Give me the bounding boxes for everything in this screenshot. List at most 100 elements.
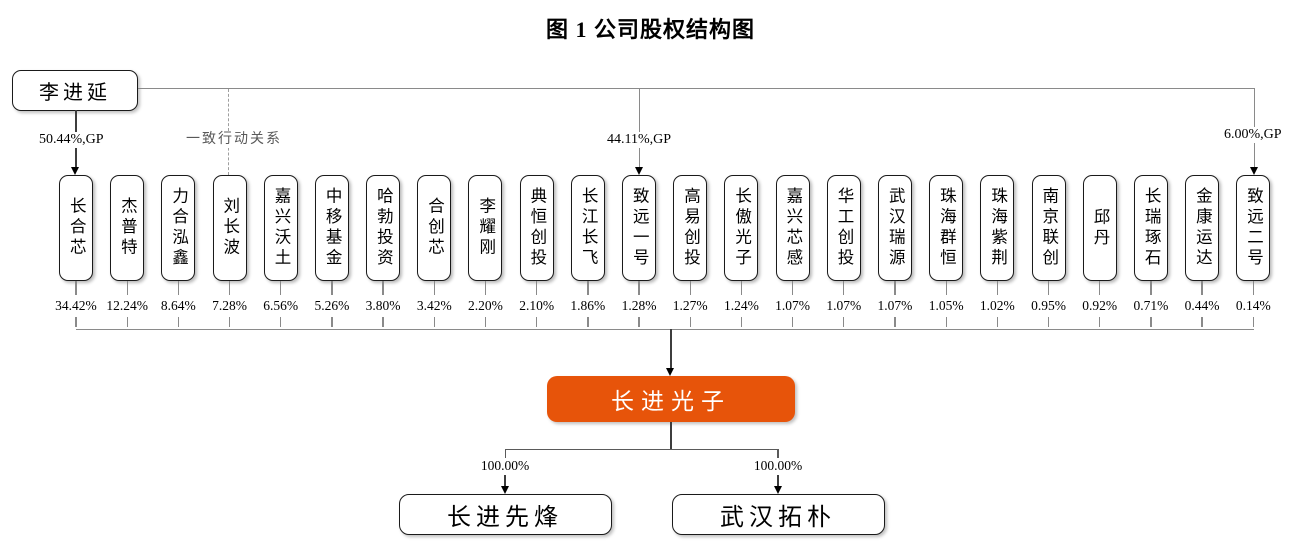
- shareholder-percentage: 0.71%: [1133, 298, 1169, 313]
- connector-tick-line: [177, 281, 179, 295]
- shareholder-name: 杰普特: [118, 197, 138, 259]
- connector-tick-line: [280, 317, 282, 327]
- shareholder-box: 中移基金: [314, 175, 349, 281]
- connector-tick-line: [843, 317, 845, 327]
- connector-tick-line: [740, 281, 743, 295]
- shareholder-box: 力合泓鑫: [161, 175, 196, 281]
- shareholder-box: 哈勃投资: [366, 175, 401, 281]
- shareholder-box: 华工创投: [826, 175, 861, 281]
- shareholder-name: 华工创投: [835, 187, 855, 269]
- subsidiary-arrow-line: [504, 475, 506, 486]
- arrow-down-icon: [501, 486, 509, 494]
- connector-tick-line: [894, 317, 896, 327]
- shareholder-column: 李耀刚 2.20%: [460, 175, 511, 327]
- shareholder-percentage: 5.26%: [314, 298, 350, 313]
- shareholder-name: 李耀刚: [476, 197, 496, 259]
- shareholder-row: 长合芯 34.42% 杰普特 12.24% 力合泓鑫 8.64% 刘长波 7.2…: [50, 175, 1279, 327]
- shareholder-column: 长合芯 34.42%: [50, 175, 101, 327]
- shareholder-box: 长合芯: [58, 175, 93, 281]
- shareholder-name: 长江长飞: [579, 187, 599, 269]
- connector-tick-line: [75, 317, 77, 327]
- connector-tick-line: [587, 281, 589, 295]
- shareholder-box: 长傲光子: [724, 175, 759, 281]
- shareholder-name: 嘉兴芯感: [783, 187, 803, 269]
- connector-tick-line: [638, 281, 640, 295]
- shareholder-column: 致远二号 0.14%: [1228, 175, 1279, 327]
- shareholder-column: 嘉兴沃土 6.56%: [255, 175, 306, 327]
- connector-tick-line: [1047, 281, 1050, 295]
- shareholder-column: 哈勃投资 3.80%: [358, 175, 409, 327]
- shareholder-box: 长江长飞: [570, 175, 605, 281]
- shareholder-percentage: 1.28%: [621, 298, 657, 313]
- connector-tick-line: [894, 281, 896, 295]
- shareholder-name: 珠海群恒: [937, 187, 957, 269]
- connector-tick-line: [484, 281, 487, 295]
- shareholder-percentage: 3.80%: [365, 298, 401, 313]
- connector-tick-line: [228, 317, 231, 327]
- company-name: 长进光子: [611, 389, 731, 414]
- shareholder-box: 致远二号: [1236, 175, 1271, 281]
- connector-tick-line: [587, 317, 589, 327]
- shareholder-box: 邱丹: [1082, 175, 1117, 281]
- shareholder-name: 邱丹: [1090, 207, 1110, 249]
- subsidiary-percentage: 100.00%: [753, 458, 803, 473]
- shareholder-box: 长瑞琢石: [1133, 175, 1168, 281]
- connector-tick-line: [126, 317, 128, 327]
- connector-tick-line: [433, 281, 435, 295]
- shareholder-box: 高易创投: [673, 175, 708, 281]
- shareholder-name: 长傲光子: [732, 187, 752, 269]
- shareholder-percentage: 8.64%: [160, 298, 196, 313]
- shareholder-name: 南京联创: [1039, 187, 1059, 269]
- subsidiary-percentage: 100.00%: [480, 458, 530, 473]
- subsidiary-group: 100.00% 长进先烽: [398, 458, 613, 535]
- top-horizontal-connector-line: [138, 88, 1255, 90]
- connector-tick-line: [433, 317, 435, 327]
- shareholder-name: 珠海紫荆: [988, 187, 1008, 269]
- shareholder-name: 武汉瑞源: [886, 187, 906, 269]
- shareholder-name: 力合泓鑫: [169, 187, 189, 269]
- branch-drop-line-left: [504, 449, 506, 458]
- connector-tick-line: [996, 281, 998, 295]
- shareholder-box: 嘉兴芯感: [775, 175, 810, 281]
- subsidiary-arrow-line: [777, 475, 779, 486]
- branch-drop-line-right: [777, 449, 779, 458]
- shareholder-column: 华工创投 1.07%: [818, 175, 869, 327]
- shareholder-column: 典恒创投 2.10%: [511, 175, 562, 327]
- shareholder-name: 长瑞琢石: [1142, 187, 1162, 269]
- root-shareholder-box: 李进延: [12, 70, 138, 111]
- shareholder-percentage: 1.05%: [928, 298, 964, 313]
- subsidiary-group: 100.00% 武汉拓朴: [671, 458, 886, 535]
- subsidiary-name: 武汉拓朴: [720, 505, 836, 531]
- shareholder-name: 刘长波: [220, 197, 240, 259]
- shareholder-percentage: 1.24%: [723, 298, 759, 313]
- shareholder-column: 武汉瑞源 1.07%: [869, 175, 920, 327]
- shareholder-box: 刘长波: [212, 175, 247, 281]
- connector-tick-line: [1201, 281, 1203, 295]
- shareholder-column: 致远一号 1.28%: [613, 175, 664, 327]
- shareholder-name: 中移基金: [323, 187, 343, 269]
- shareholder-percentage: 1.86%: [570, 298, 606, 313]
- root-to-zhiyuan1-line: [638, 88, 640, 170]
- connector-tick-line: [945, 281, 947, 295]
- shareholder-box: 嘉兴沃土: [263, 175, 298, 281]
- shareholder-column: 长江长飞 1.86%: [562, 175, 613, 327]
- subsidiary-branch-line: [505, 449, 778, 451]
- shareholder-percentage: 6.56%: [263, 298, 299, 313]
- shareholder-percentage: 2.20%: [468, 298, 503, 313]
- connector-tick-line: [1150, 281, 1152, 295]
- shareholder-column: 长瑞琢石 0.71%: [1125, 175, 1176, 327]
- shareholder-box: 合创芯: [417, 175, 452, 281]
- shareholder-box: 武汉瑞源: [877, 175, 912, 281]
- shareholder-box: 金康运达: [1185, 175, 1220, 281]
- shareholder-column: 长傲光子 1.24%: [716, 175, 767, 327]
- edge-label-concerted-action: 一致行动关系: [183, 132, 285, 148]
- shareholder-column: 珠海群恒 1.05%: [921, 175, 972, 327]
- shareholder-percentage: 1.07%: [775, 298, 811, 313]
- connector-tick-line: [75, 281, 77, 295]
- connector-tick-line: [1252, 281, 1254, 295]
- connector-tick-line: [331, 281, 333, 295]
- shareholder-box: 南京联创: [1031, 175, 1066, 281]
- connector-tick-line: [996, 317, 998, 327]
- edge-label-root-pct: 50.44%,GP: [36, 132, 107, 148]
